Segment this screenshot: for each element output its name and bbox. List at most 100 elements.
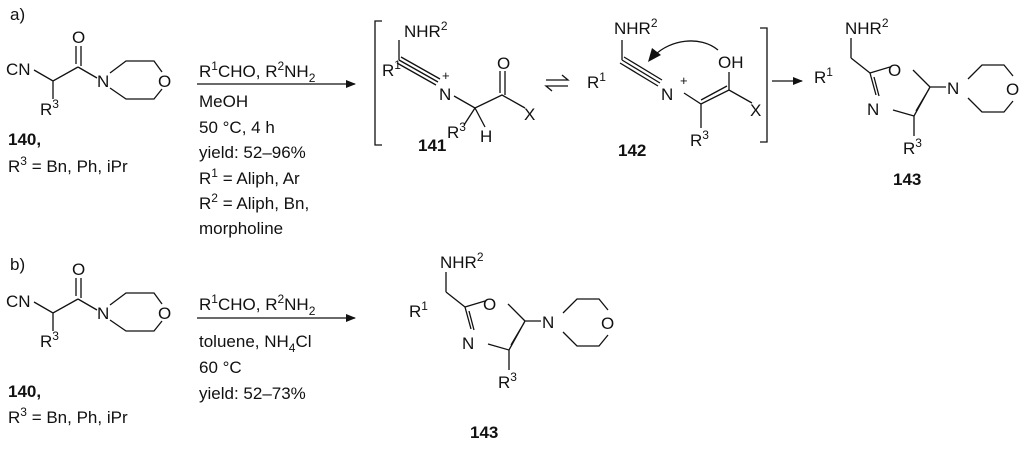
text-segment: R xyxy=(498,373,510,392)
condition-a-5: R2 = Aliph, Bn, xyxy=(199,191,309,213)
product-143-b: NHR2 R1 O N N O R3 xyxy=(409,250,614,392)
supscript: 2 xyxy=(441,19,448,33)
r1-label: R1 xyxy=(382,58,401,80)
text-segment: Cl xyxy=(295,332,311,351)
condition-b-3: yield: 52–73% xyxy=(199,384,306,403)
compound-number-140: 140, xyxy=(8,130,41,149)
subscript: 4 xyxy=(289,341,296,355)
text-segment: = Bn, Ph, iPr xyxy=(27,408,128,427)
r3-substituents-b: R3 = Bn, Ph, iPr xyxy=(8,405,128,427)
oxazole-n-label: N xyxy=(867,100,879,119)
compound-number-143-b: 143 xyxy=(470,423,498,442)
compound-number-141: 141 xyxy=(418,136,446,155)
text-segment: yield: 52–73% xyxy=(199,384,306,403)
intermediate-141: NHR2 R1 N + O X R3 H xyxy=(382,19,535,146)
r3-label: R3 xyxy=(40,329,59,351)
x-label: X xyxy=(524,105,535,124)
cn-label: CN xyxy=(6,60,31,79)
condition-a-6: morpholine xyxy=(199,219,283,238)
text-segment: = Aliph, Bn, xyxy=(218,194,309,213)
text-segment: = Aliph, Ar xyxy=(218,169,300,188)
supscript: 1 xyxy=(599,70,606,84)
morpholine-o-label: O xyxy=(158,304,171,323)
text-segment: NHR xyxy=(614,19,651,38)
text-segment: NH xyxy=(284,62,309,81)
left-bracket xyxy=(374,20,382,146)
supscript: 3 xyxy=(915,136,922,150)
text-segment: NH xyxy=(284,295,309,314)
compound-number-140-b: 140, xyxy=(8,382,41,401)
x-label: X xyxy=(750,101,761,120)
curved-arrow-head xyxy=(648,48,661,62)
text-segment: R xyxy=(447,123,459,142)
supscript: 2 xyxy=(211,191,218,205)
supscript: 3 xyxy=(52,329,59,343)
text-segment: R xyxy=(199,194,211,213)
morpholine-n-label: N xyxy=(947,79,959,98)
cn-label: CN xyxy=(6,292,31,311)
nhr2-label: NHR2 xyxy=(440,250,484,272)
text-segment: R xyxy=(199,169,211,188)
condition-a-4: R1 = Aliph, Ar xyxy=(199,166,300,188)
nhr2-label: NHR2 xyxy=(845,16,889,38)
scheme-b-label: b) xyxy=(10,255,25,274)
text-segment: toluene, NH xyxy=(199,332,289,351)
carbonyl-o-label: O xyxy=(497,54,510,73)
supscript: 2 xyxy=(277,292,284,306)
text-segment: R xyxy=(409,302,421,321)
r3-label: R3 xyxy=(40,97,59,119)
supscript: 2 xyxy=(651,16,658,30)
amide-n-label: N xyxy=(97,72,109,91)
text-segment: yield: 52–96% xyxy=(199,143,306,162)
text-segment: R xyxy=(40,332,52,351)
r3-label: R3 xyxy=(903,136,922,158)
supscript: 3 xyxy=(52,97,59,111)
morpholine-o-label: O xyxy=(601,314,614,333)
text-segment: R xyxy=(8,408,20,427)
supscript: 3 xyxy=(510,370,517,384)
r3-substituents: R3 = Bn, Ph, iPr xyxy=(8,154,128,176)
text-segment: R xyxy=(199,62,211,81)
condition-b-1: toluene, NH4Cl xyxy=(199,332,312,355)
text-segment: NHR xyxy=(440,253,477,272)
supscript: 2 xyxy=(277,59,284,73)
condition-a-2: 50 °C, 4 h xyxy=(199,118,275,137)
text-segment: R xyxy=(903,139,915,158)
supscript: 2 xyxy=(882,16,889,30)
h-label: H xyxy=(480,127,492,146)
r3-label: R3 xyxy=(498,370,517,392)
carbonyl-o-label: O xyxy=(72,260,85,279)
reagents-a: R1CHO, R2NH2 xyxy=(199,59,316,85)
subscript: 2 xyxy=(309,304,316,318)
morpholine-o-label: O xyxy=(158,72,171,91)
text-segment: CHO, R xyxy=(218,295,278,314)
text-segment: 50 °C, 4 h xyxy=(199,118,275,137)
text-segment: R xyxy=(690,131,702,150)
text-segment: = Bn, Ph, iPr xyxy=(27,157,128,176)
oxazole-o-label: O xyxy=(888,61,901,80)
nhr2-label: NHR2 xyxy=(404,19,448,41)
equilibrium-arrows xyxy=(544,74,570,92)
text-segment: NHR xyxy=(845,19,882,38)
nhr2-label: NHR2 xyxy=(614,16,658,38)
oxazole-n-label: N xyxy=(462,334,474,353)
compound-number-142: 142 xyxy=(618,141,646,160)
oh-label: OH xyxy=(718,53,744,72)
r3-label: R3 xyxy=(447,120,466,142)
right-bracket xyxy=(760,27,768,143)
iminium-n-label: N xyxy=(439,85,451,104)
text-segment: R xyxy=(587,73,599,92)
morpholine-o-label: O xyxy=(1006,80,1019,99)
product-143-a: NHR2 R1 O N N O R3 xyxy=(814,16,1019,158)
condition-b-2: 60 °C xyxy=(199,358,242,377)
carbonyl-o-label: O xyxy=(72,28,85,47)
scheme-a-label: a) xyxy=(10,5,25,24)
text-segment: R xyxy=(814,68,826,87)
plus-charge: + xyxy=(680,73,688,88)
text-segment: R xyxy=(382,61,394,80)
condition-a-3: yield: 52–96% xyxy=(199,143,306,162)
plus-charge: + xyxy=(442,68,450,83)
r1-label: R1 xyxy=(587,70,606,92)
oxazole-o-label: O xyxy=(483,295,496,314)
